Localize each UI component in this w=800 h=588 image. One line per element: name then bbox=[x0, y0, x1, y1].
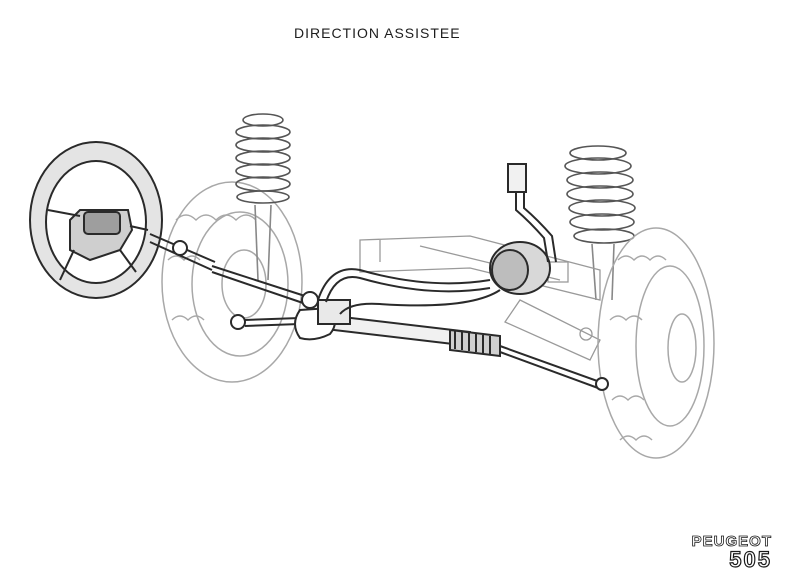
diagram-title: DIRECTION ASSISTEE bbox=[294, 25, 461, 41]
right-front-wheel bbox=[597, 227, 715, 459]
power-steering-pump bbox=[317, 163, 557, 315]
right-coil-spring bbox=[564, 145, 636, 301]
brand-logo: PEUGEOT 505 bbox=[691, 533, 772, 572]
brand-model: 505 bbox=[729, 547, 772, 572]
left-front-wheel bbox=[161, 181, 303, 383]
left-coil-spring bbox=[235, 113, 291, 281]
steering-rack bbox=[230, 299, 609, 391]
steering-wheel bbox=[29, 141, 163, 299]
steering-column bbox=[149, 233, 319, 309]
brand-name: PEUGEOT bbox=[691, 533, 772, 551]
